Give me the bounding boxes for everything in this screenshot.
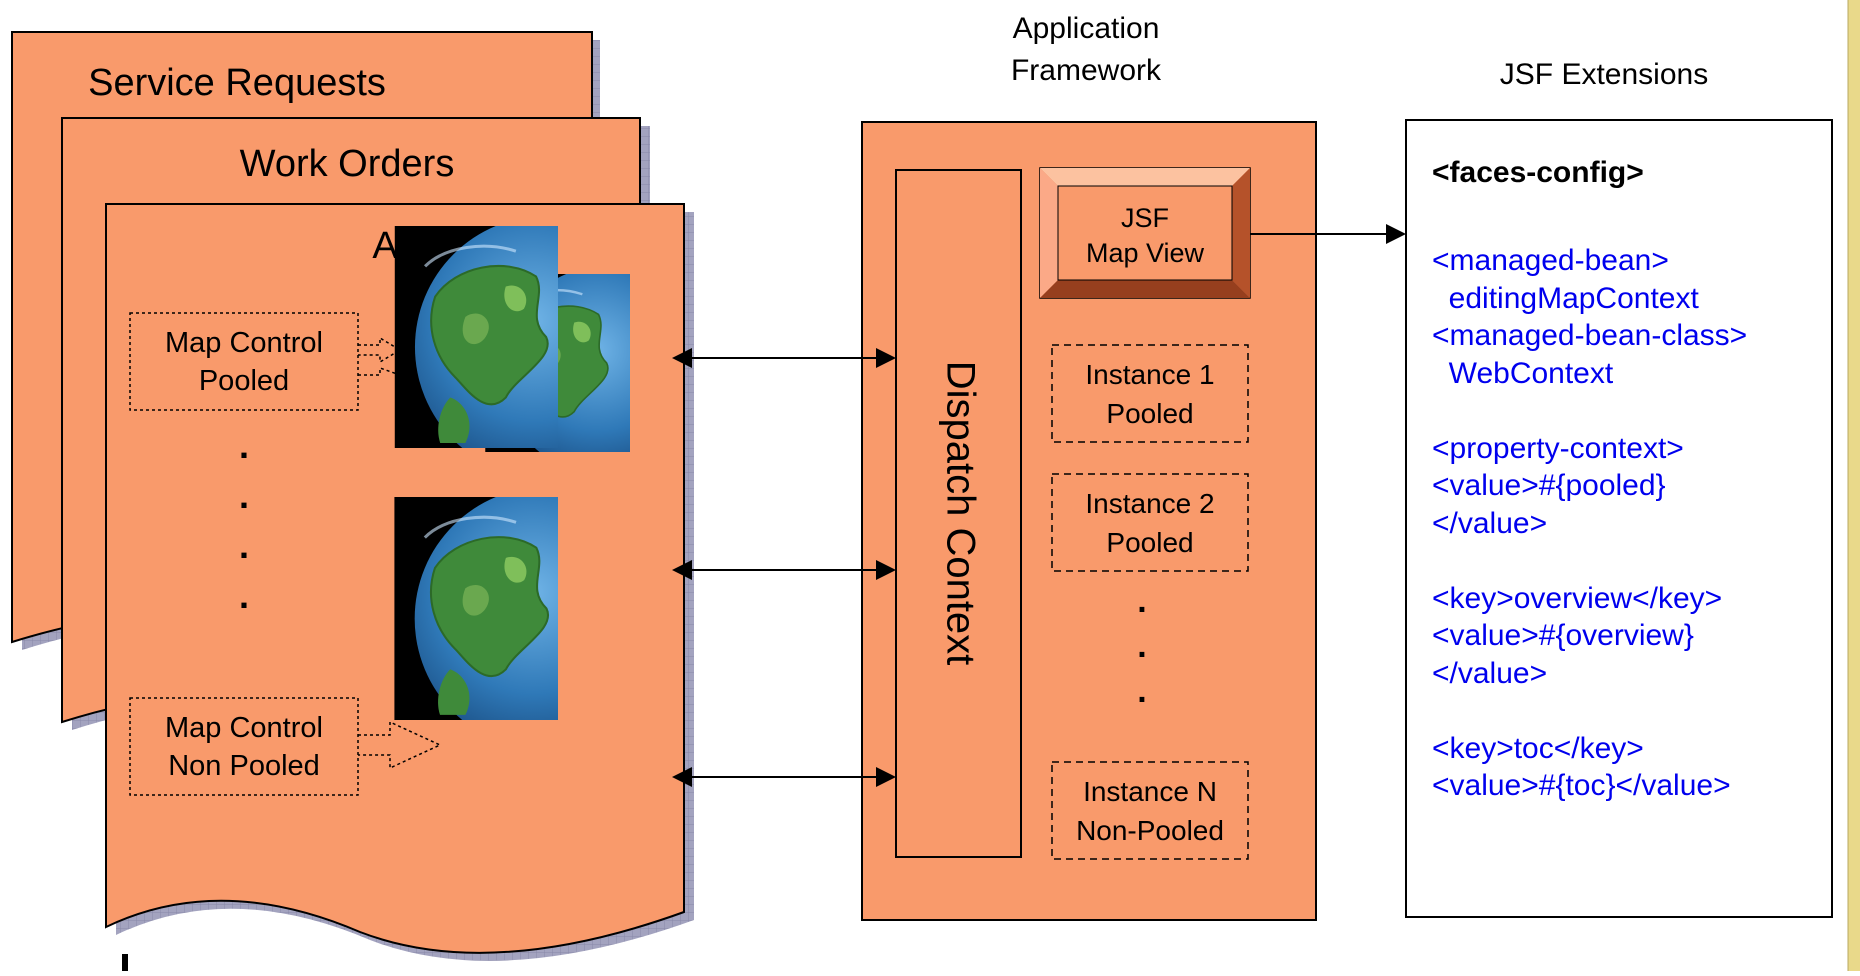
- xml-line: WebContext: [1432, 357, 1614, 390]
- jsf-map-view-line2: Map View: [1086, 238, 1205, 268]
- jsf-map-view-button: JSF Map View: [1039, 167, 1251, 299]
- instance-2-box: [1051, 473, 1249, 572]
- map-control-pooled-line1: Map Control: [165, 327, 323, 359]
- instance-1-line1: Instance 1: [1085, 359, 1214, 390]
- service-requests-title: Service Requests: [88, 62, 386, 104]
- doc-dot-2: .: [239, 475, 249, 516]
- doc-dot-1: .: [239, 425, 249, 466]
- framework-dot-1: .: [1137, 582, 1146, 620]
- xml-line: <value>#{overview}: [1432, 619, 1694, 652]
- framework-title-line2: Framework: [1011, 54, 1162, 87]
- dispatch-context-label: Dispatch Context: [938, 361, 982, 666]
- framework-dot-3: .: [1137, 672, 1146, 710]
- xml-line: </value>: [1432, 507, 1547, 540]
- work-orders-title: Work Orders: [240, 143, 455, 185]
- front-document: A Map Control Pooled . . . . Map Control…: [105, 203, 694, 961]
- xml-line: <managed-bean-class>: [1432, 319, 1747, 352]
- instance-n-line1: Instance N: [1083, 776, 1217, 807]
- instance-2-line1: Instance 2: [1085, 488, 1214, 519]
- faces-config-lines: <managed-bean> editingMapContext <managed…: [1432, 244, 1747, 802]
- framework-dot-2: .: [1137, 627, 1146, 665]
- xml-line: <property-context>: [1432, 432, 1684, 465]
- instance-n-line2: Non-Pooled: [1076, 815, 1224, 846]
- pooled-connector-arrow-2: [358, 366, 401, 376]
- jsf-map-view-line1: JSF: [1121, 203, 1169, 233]
- instance-1-line2: Pooled: [1106, 398, 1193, 429]
- xml-line: <managed-bean>: [1432, 244, 1669, 277]
- map-control-pooled-line2: Pooled: [199, 365, 289, 397]
- xml-line: <value>#{toc}</value>: [1432, 769, 1731, 802]
- non-pooled-connector-arrow: [358, 720, 442, 770]
- faces-config-root-tag: <faces-config>: [1432, 156, 1644, 189]
- doc-dot-4: .: [239, 575, 249, 616]
- doc-dot-3: .: [239, 525, 249, 566]
- dispatch-context-box: [895, 169, 1022, 858]
- map-control-non-pooled-line1: Map Control: [165, 712, 323, 744]
- instance-n-box: [1051, 761, 1249, 860]
- framework-title-line1: Application: [1013, 12, 1160, 45]
- map-control-pooled-box: [129, 312, 359, 411]
- extensions-title: JSF Extensions: [1500, 58, 1708, 91]
- front-document-title: A: [372, 225, 398, 267]
- instance-2-line2: Pooled: [1106, 527, 1193, 558]
- xml-line: </value>: [1432, 657, 1547, 690]
- faces-config-panel: [1405, 119, 1833, 918]
- xml-line: <key>toc</key>: [1432, 732, 1644, 765]
- right-edge-bar: [1848, 0, 1860, 971]
- xml-line: <key>overview</key>: [1432, 582, 1722, 615]
- stray-mark: [122, 954, 128, 971]
- instance-1-box: [1051, 344, 1249, 443]
- map-control-non-pooled-box: [129, 697, 359, 796]
- xml-line: editingMapContext: [1432, 282, 1699, 315]
- map-control-non-pooled-line2: Non Pooled: [168, 750, 320, 782]
- xml-line: <value>#{pooled}: [1432, 469, 1666, 502]
